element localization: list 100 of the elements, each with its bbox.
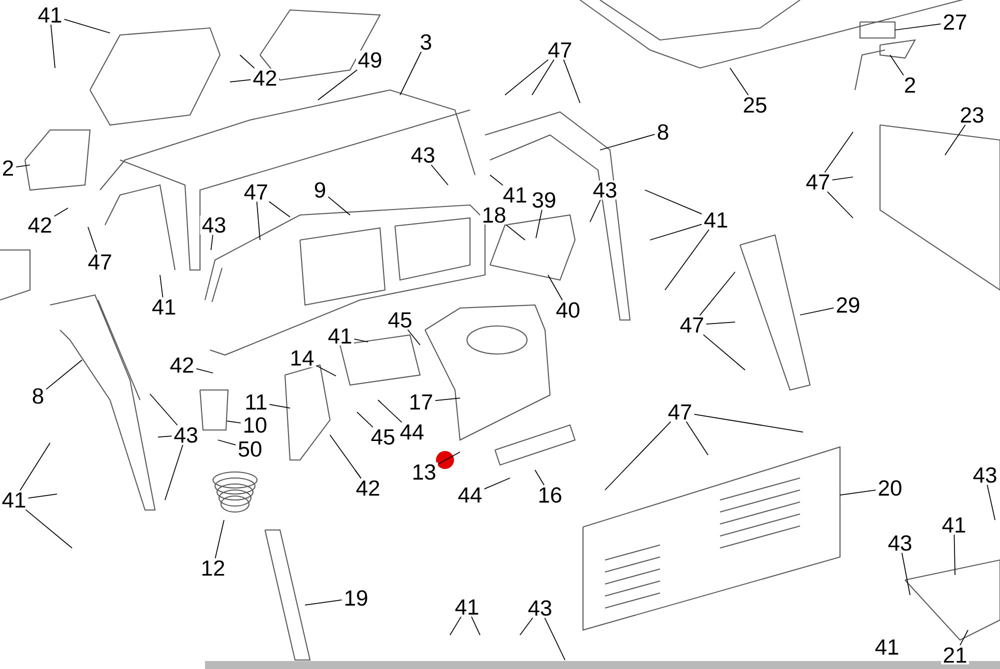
callout-number: 47 xyxy=(86,252,114,272)
leader-line xyxy=(986,484,996,520)
callout-number: 45 xyxy=(369,428,397,446)
leader-line xyxy=(664,229,710,290)
callout-number: 47 xyxy=(804,172,832,192)
leader-line xyxy=(50,24,56,68)
leader-line xyxy=(378,400,402,423)
callout-number: 47 xyxy=(546,40,574,60)
leader-line xyxy=(702,334,746,370)
callout-number: 41 xyxy=(501,186,529,204)
leader-line xyxy=(407,329,420,346)
leader-line xyxy=(268,201,290,218)
callout-number: 10 xyxy=(241,415,269,435)
leader-line xyxy=(304,600,342,606)
leader-line xyxy=(600,134,656,150)
callout-number: 25 xyxy=(741,95,769,115)
callout-number: 20 xyxy=(876,478,904,498)
leader-line xyxy=(400,51,422,96)
callout-number: 41 xyxy=(940,516,968,534)
leader-line xyxy=(214,520,224,559)
leader-line xyxy=(832,176,854,180)
callout-number: 18 xyxy=(480,205,508,225)
callout-number: 14 xyxy=(288,348,316,368)
leader-line xyxy=(944,124,966,156)
callout-number: 16 xyxy=(536,485,564,505)
callout-number: 12 xyxy=(199,558,227,578)
leader-line xyxy=(960,630,968,646)
leader-line xyxy=(54,208,68,217)
callout-number: 50 xyxy=(236,439,264,459)
leader-line xyxy=(471,616,480,636)
leader-line xyxy=(158,436,172,438)
leader-line xyxy=(534,470,545,486)
leader-line xyxy=(520,617,534,636)
leader-line xyxy=(316,365,336,376)
callout-number: 43 xyxy=(172,425,200,445)
leader-line xyxy=(506,224,526,240)
callout-number: 42 xyxy=(26,216,54,234)
leader-line xyxy=(694,414,804,432)
callout-number: 44 xyxy=(456,486,484,504)
leader-line xyxy=(532,59,554,96)
callout-number: 8 xyxy=(30,386,46,406)
leader-line xyxy=(150,394,178,426)
leader-line xyxy=(269,404,290,408)
callout-number: 43 xyxy=(886,533,914,553)
callout-number: 43 xyxy=(971,465,999,485)
callout-number: 42 xyxy=(168,356,196,374)
leader-line xyxy=(840,490,876,496)
callout-number: 2 xyxy=(0,158,16,178)
leader-line xyxy=(25,509,72,548)
leader-line xyxy=(28,494,58,498)
callout-number: 42 xyxy=(354,478,382,498)
leader-line xyxy=(686,421,708,456)
callout-number: 45 xyxy=(386,310,414,330)
leader-line xyxy=(450,616,462,636)
leader-line xyxy=(544,617,566,660)
leader-line xyxy=(699,272,736,316)
leader-line xyxy=(196,368,214,374)
leader-line xyxy=(548,274,563,301)
callout-number: 27 xyxy=(941,12,969,32)
callout-number: 9 xyxy=(312,180,328,200)
leader-line xyxy=(354,338,368,342)
leader-line xyxy=(504,59,549,96)
callout-number: 39 xyxy=(530,190,558,210)
leader-line xyxy=(88,226,98,253)
leader-line xyxy=(164,444,184,500)
leader-line xyxy=(226,420,242,424)
callout-number: 40 xyxy=(554,300,582,320)
leader-line xyxy=(890,54,904,76)
leader-line xyxy=(824,132,854,173)
leader-line xyxy=(650,224,702,240)
callout-number: 41 xyxy=(0,490,28,510)
leader-line xyxy=(438,452,460,464)
leader-line xyxy=(218,440,236,446)
leader-line xyxy=(256,201,260,240)
callout-number: 41 xyxy=(453,598,481,616)
callout-number: 43 xyxy=(409,145,437,165)
leader-line xyxy=(318,69,358,100)
callout-number: 44 xyxy=(398,422,426,442)
callout-number: 43 xyxy=(591,180,619,200)
leader-line xyxy=(590,199,601,222)
leader-line xyxy=(434,398,460,401)
leader-line xyxy=(20,442,50,491)
callout-number: 41 xyxy=(326,326,354,346)
callout-number: 19 xyxy=(342,588,370,608)
leader-line xyxy=(954,534,956,576)
callout-number: 43 xyxy=(526,598,554,618)
leader-line xyxy=(536,209,542,238)
callout-number: 42 xyxy=(251,68,279,88)
leader-line xyxy=(356,412,374,428)
leader-line xyxy=(230,79,252,82)
callout-number: 43 xyxy=(200,215,228,235)
leader-line xyxy=(328,196,350,216)
callout-number: 41 xyxy=(702,210,730,230)
leader-line xyxy=(706,322,736,324)
callout-number: 11 xyxy=(242,392,270,412)
callout-number: 41 xyxy=(875,639,898,655)
leader-line xyxy=(210,234,214,250)
leader-line xyxy=(894,23,942,30)
callout-number: 2 xyxy=(902,76,918,94)
leader-line xyxy=(160,274,164,298)
